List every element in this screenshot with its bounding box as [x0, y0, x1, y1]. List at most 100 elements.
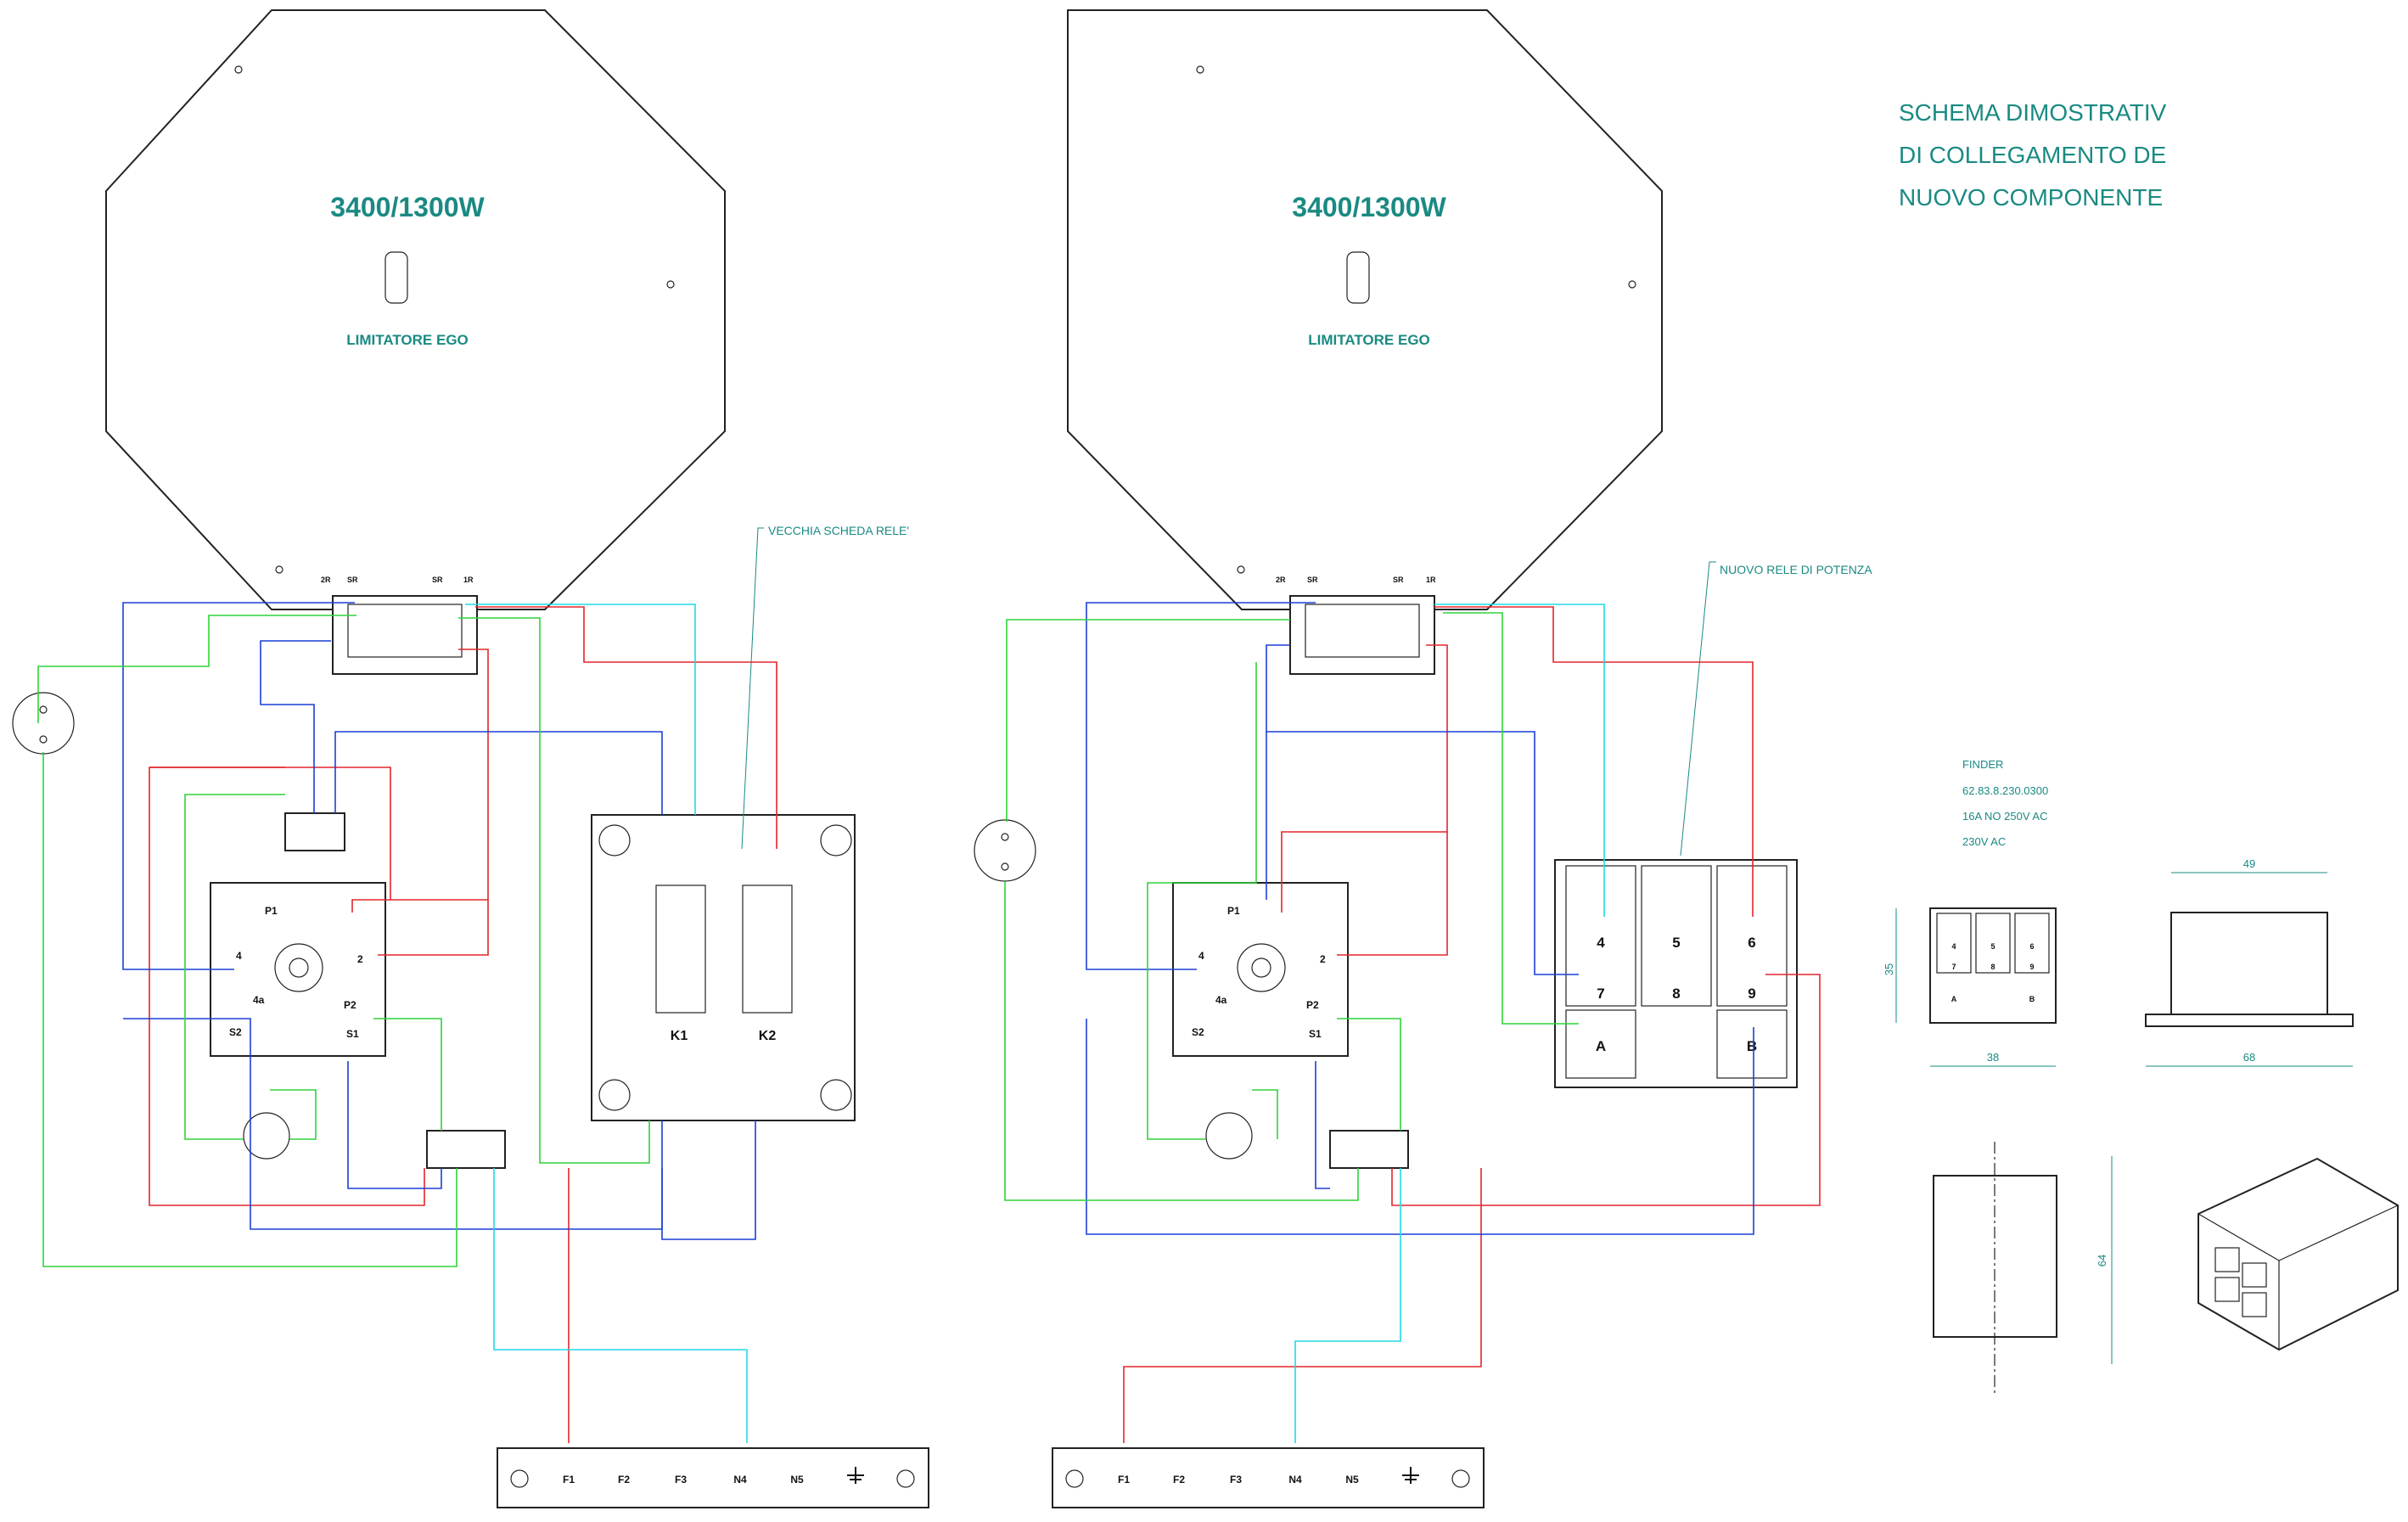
finder-dim-38: 38	[1987, 1051, 1999, 1064]
right-wire-red	[1123, 1168, 1482, 1443]
left-regulator-shaft	[289, 958, 309, 978]
left-wire-red	[378, 900, 489, 956]
right-wire-blue	[1266, 644, 1579, 975]
left-diagram: 3400/1300W LIMITATORE EGO 2R SR SR 1R P1…	[12, 9, 929, 1508]
left-wire-blue	[260, 640, 331, 813]
right-power-rating: 3400/1300W	[1292, 192, 1446, 222]
finder-line-3: 16A NO 250V AC	[1962, 810, 2047, 823]
right-relay-cell	[1565, 865, 1636, 1007]
right-callout-leader	[1680, 561, 1716, 856]
right-hob-screw	[1628, 280, 1636, 289]
right-hob-octagon	[1067, 9, 1663, 610]
left-ground-icon	[847, 1467, 864, 1484]
right-pin-2r: 2R	[1276, 576, 1286, 584]
finder-mini-7: 7	[1951, 963, 1956, 971]
left-limiter-contacts	[347, 604, 463, 658]
right-wire-green	[1006, 619, 1290, 822]
right-relay-t8: 8	[1672, 986, 1680, 1002]
right-regulator-knob	[1237, 943, 1286, 992]
right-wire-green	[1252, 1089, 1278, 1139]
right-strip-hole	[1065, 1469, 1084, 1488]
finder-front-cell	[1936, 913, 1972, 974]
left-sw-s1: S1	[346, 1028, 359, 1040]
left-wire-blue	[347, 1061, 442, 1189]
left-sw-4a: 4a	[253, 994, 265, 1006]
finder-front-cell	[1975, 913, 2011, 974]
left-limiter-block	[332, 595, 478, 675]
left-board-screw	[820, 824, 852, 856]
left-terminal-block-bottom	[426, 1130, 506, 1169]
left-limiter-sensor	[384, 251, 408, 304]
left-wire-red	[475, 606, 777, 849]
right-wire-red	[1434, 606, 1754, 917]
right-sw-p1: P1	[1227, 905, 1240, 917]
right-sw-s1: S1	[1309, 1028, 1322, 1040]
left-terminal-block-top	[284, 812, 345, 851]
right-relay-cell	[1565, 1009, 1636, 1079]
right-ground-icon	[1402, 1467, 1419, 1484]
left-wire-cyan	[493, 1168, 748, 1443]
right-second-lamp	[1205, 1112, 1253, 1160]
right-pin-sr: SR	[1307, 576, 1318, 584]
left-board-screw	[820, 1079, 852, 1111]
title-line-3: NUOVO COMPONENTE	[1899, 184, 2163, 211]
right-term-n4: N4	[1288, 1474, 1302, 1485]
left-wire-green	[184, 794, 285, 1140]
right-wire-red	[1281, 644, 1448, 913]
right-sw-2: 2	[1320, 953, 1326, 965]
left-wire-green	[373, 1018, 442, 1131]
diagram-title: SCHEMA DIMOSTRATIV DI COLLEGAMENTO DE NU…	[1899, 99, 2167, 211]
finder-front-cell	[2014, 913, 2050, 974]
finder-dim-64: 64	[2096, 1255, 2108, 1266]
right-lamp-pin	[1001, 862, 1009, 871]
right-wire-cyan	[1294, 1168, 1401, 1443]
right-relay-t7: 7	[1597, 986, 1604, 1002]
left-regulator-knob	[274, 943, 323, 992]
left-lamp-pin	[39, 735, 48, 744]
left-wire-green	[37, 615, 356, 723]
left-energy-regulator	[210, 882, 386, 1057]
left-wire-red	[149, 767, 391, 900]
left-relay-k2-body	[742, 885, 793, 1014]
right-wire-red	[1391, 974, 1821, 1206]
right-limiter-sensor	[1346, 251, 1370, 304]
left-hob-screw	[275, 565, 283, 574]
title-line-2: DI COLLEGAMENTO DE	[1899, 142, 2166, 168]
right-wire-green	[1147, 662, 1257, 1140]
finder-mini-8: 8	[1990, 963, 1995, 971]
finder-mini-5: 5	[1990, 942, 1995, 951]
right-relay-ta: A	[1596, 1038, 1606, 1054]
right-wire-green	[1443, 612, 1579, 1025]
right-wire-green	[1337, 1018, 1401, 1131]
left-wire-blue	[661, 1120, 756, 1240]
left-wire-blue	[334, 731, 663, 815]
left-callout-text: VECCHIA SCHEDA RELE'	[768, 524, 909, 537]
left-limiter-label: LIMITATORE EGO	[346, 332, 469, 348]
left-sw-2: 2	[357, 953, 363, 965]
right-terminal-block	[1329, 1130, 1409, 1169]
finder-line-4: 230V AC	[1962, 835, 2006, 848]
finder-reference: FINDER 62.83.8.230.0300 16A NO 250V AC 2…	[1883, 758, 2399, 1396]
left-relay-k1-body	[655, 885, 706, 1014]
finder-isometric-view	[2198, 1157, 2399, 1351]
left-wire-blue	[123, 1018, 663, 1230]
left-wire-green	[458, 617, 650, 1164]
right-term-f1: F1	[1118, 1474, 1130, 1485]
left-wire-blue	[122, 602, 355, 970]
left-lamp-pin	[39, 705, 48, 714]
left-pin-sr: SR	[347, 576, 358, 584]
right-wire-cyan	[1434, 604, 1605, 917]
right-diagram: 3400/1300W LIMITATORE EGO 2R SR SR 1R P1…	[974, 9, 1872, 1508]
right-wiring	[1004, 602, 1821, 1443]
right-relay-t9: 9	[1748, 986, 1755, 1002]
left-wire-red	[351, 649, 489, 913]
left-hob-screw	[234, 65, 243, 74]
finder-mini-4: 4	[1951, 942, 1956, 951]
right-term-n5: N5	[1345, 1474, 1359, 1485]
finder-mini-9: 9	[2029, 963, 2034, 971]
right-relay-tb: B	[1747, 1038, 1757, 1054]
left-wire-cyan	[465, 604, 696, 815]
right-strip-hole	[1451, 1469, 1470, 1488]
right-sw-4: 4	[1198, 950, 1204, 962]
left-old-relay-board	[591, 814, 856, 1121]
